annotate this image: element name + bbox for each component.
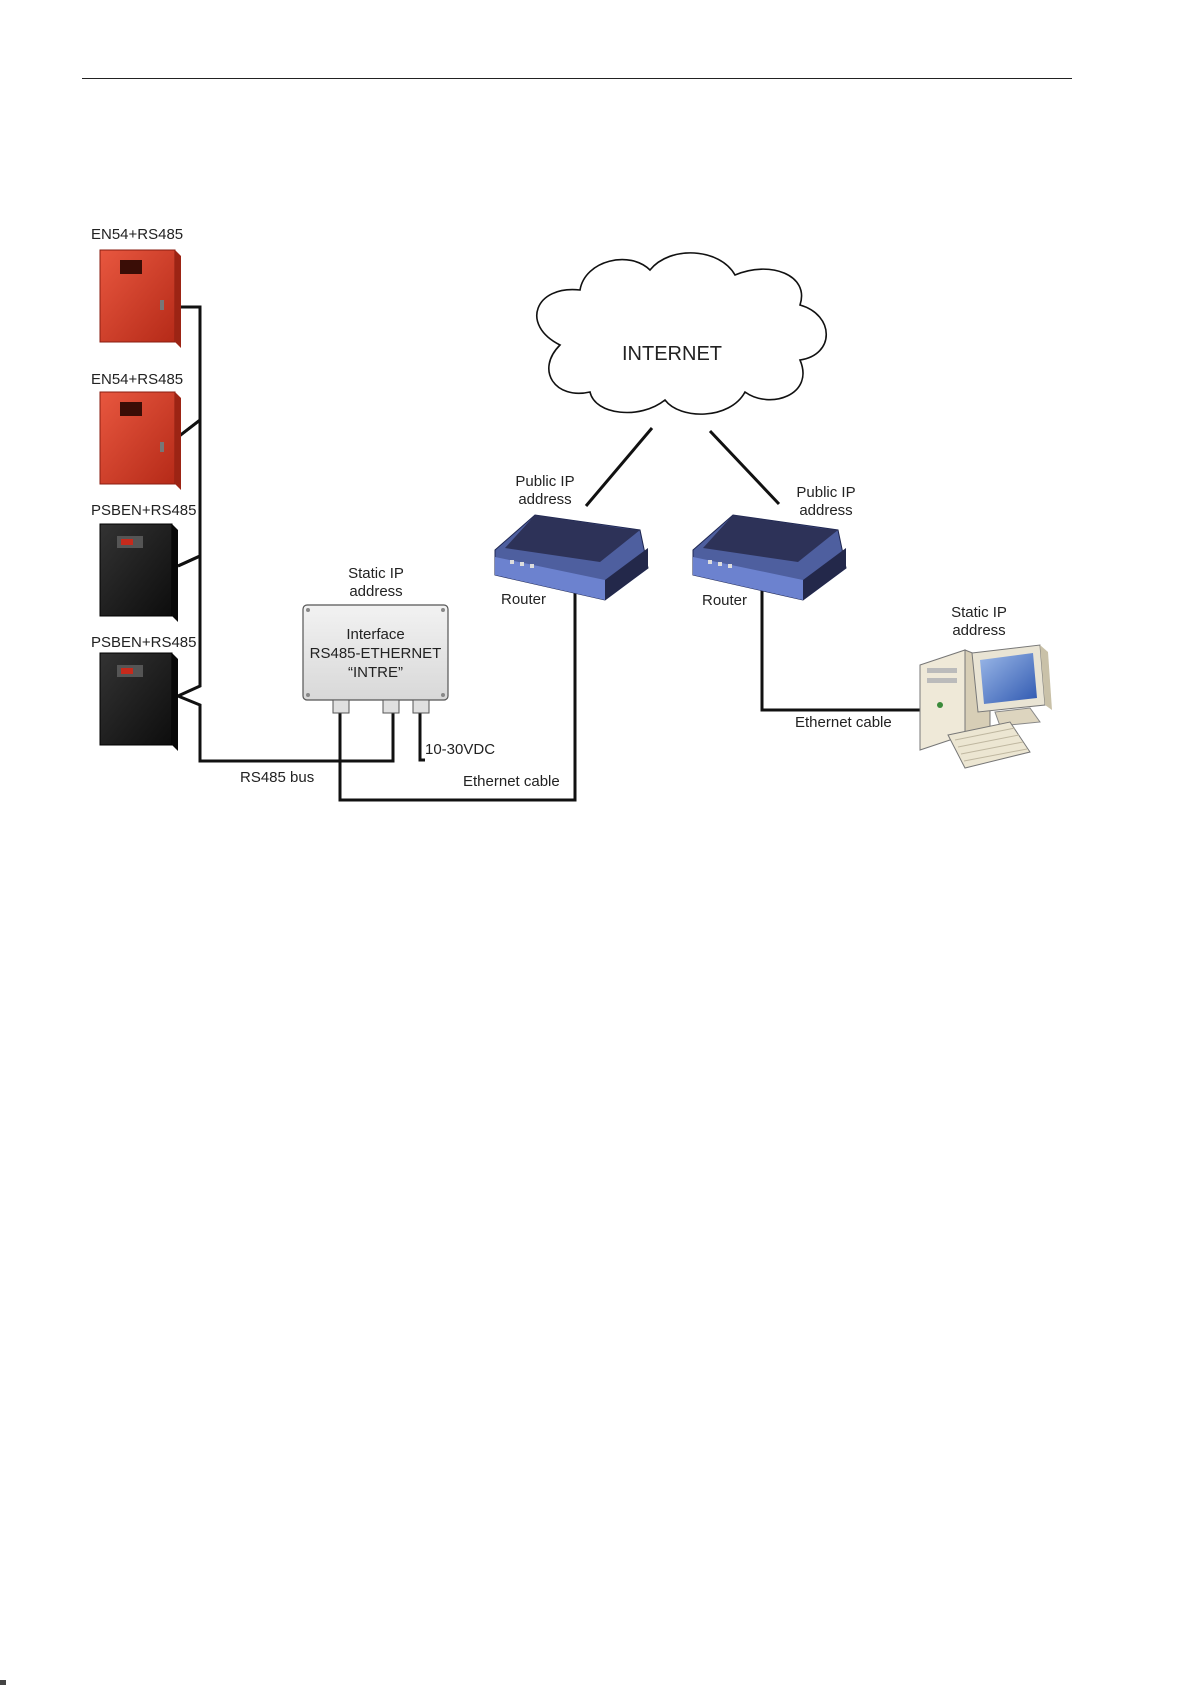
- interface-box-line-3: “INTRE”: [303, 664, 448, 682]
- router-right-label: Router: [702, 592, 747, 610]
- interface-ip-label: Static IP address: [331, 565, 421, 601]
- psu-1-label: PSBEN+RS485: [91, 502, 196, 520]
- internet-link-left: [586, 428, 652, 506]
- panel-1-label: EN54+RS485: [91, 226, 183, 244]
- panel-2-label: EN54+RS485: [91, 371, 183, 389]
- red-enclosure-2: [100, 392, 181, 490]
- desktop-computer: [920, 645, 1052, 768]
- footer-mark: [0, 1680, 6, 1685]
- router-right: [693, 515, 846, 600]
- internet-cloud: [537, 253, 826, 414]
- router-left-ip-label: Public IP address: [500, 473, 590, 509]
- black-enclosure-1: [100, 524, 178, 622]
- ethernet-cable-right-label: Ethernet cable: [795, 714, 892, 732]
- red-enclosure-1: [100, 250, 181, 348]
- rs485-bus-label: RS485 bus: [240, 769, 314, 787]
- internet-link-right: [710, 431, 779, 504]
- router-left-label: Router: [501, 591, 546, 609]
- router-left: [495, 515, 648, 600]
- psu-2-label: PSBEN+RS485: [91, 634, 196, 652]
- interface-box-line-2: RS485-ETHERNET: [303, 645, 448, 663]
- interface-box-line-1: Interface: [303, 626, 448, 644]
- computer-ip-label: Static IP address: [934, 604, 1024, 640]
- ethernet-cable-right: [762, 590, 920, 710]
- ethernet-cable-left-label: Ethernet cable: [463, 773, 560, 791]
- power-label: 10-30VDC: [425, 741, 495, 759]
- internet-label: INTERNET: [622, 342, 722, 366]
- black-enclosure-2: [100, 653, 178, 751]
- router-right-ip-label: Public IP address: [781, 484, 871, 520]
